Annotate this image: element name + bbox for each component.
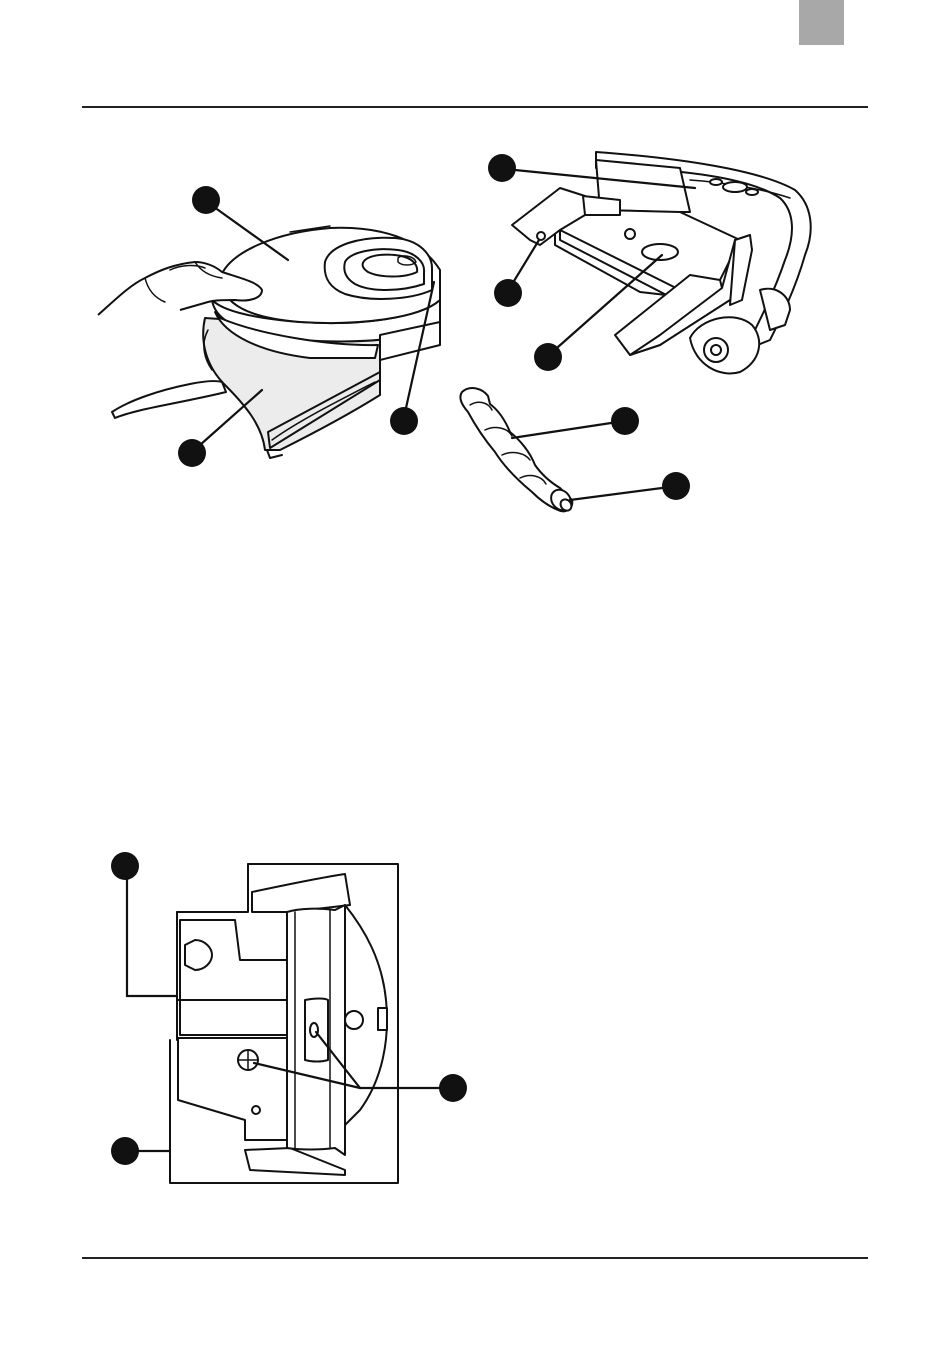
callout-marker: [494, 279, 522, 307]
callout-marker: [488, 154, 516, 182]
roller-brush-illustration: [460, 388, 575, 514]
callout-marker: [439, 1074, 467, 1102]
callout-marker: [390, 407, 418, 435]
callout-marker: [662, 472, 690, 500]
callout-marker: [111, 1137, 139, 1165]
callout-marker: [111, 852, 139, 880]
callout-marker: [611, 407, 639, 435]
robot-lid-illustration: [98, 226, 440, 458]
brush-housing-illustration: [170, 864, 398, 1183]
callout-marker: [192, 186, 220, 214]
